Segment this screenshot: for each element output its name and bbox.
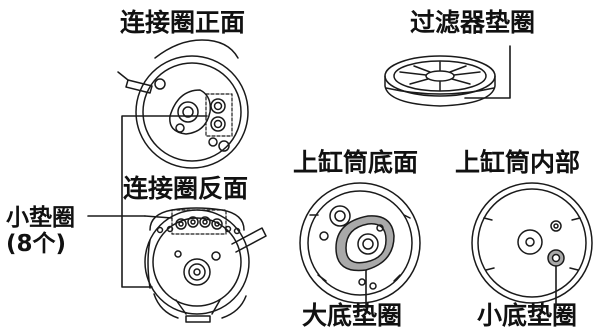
connecting-ring-front-illustration: [117, 39, 249, 169]
label-upper-cylinder-inner: 上缸筒内部: [455, 148, 581, 177]
label-ring-back: 连接圈反面: [123, 174, 249, 203]
label-big-bottom-gasket: 大底垫圈: [302, 301, 403, 330]
label-upper-cylinder-bottom: 上缸筒底面: [293, 148, 419, 177]
label-small-gasket-line1: 小垫圈: [6, 205, 75, 231]
label-filter-gasket: 过滤器垫圈: [410, 8, 536, 37]
label-small-gasket-line2: (8个): [6, 230, 67, 257]
label-small-bottom-gasket: 小底垫圈: [477, 301, 578, 330]
upper-cylinder-bottom-illustration: [299, 182, 421, 309]
label-small-gasket: 小垫圈 (8个): [6, 205, 75, 258]
upper-cylinder-inner-illustration: [471, 182, 593, 309]
filter-gasket-illustration: [384, 45, 511, 107]
small-gasket-leader-lines: [87, 115, 208, 288]
label-ring-front: 连接圈正面: [120, 8, 246, 37]
connecting-ring-back-illustration: [144, 207, 267, 323]
